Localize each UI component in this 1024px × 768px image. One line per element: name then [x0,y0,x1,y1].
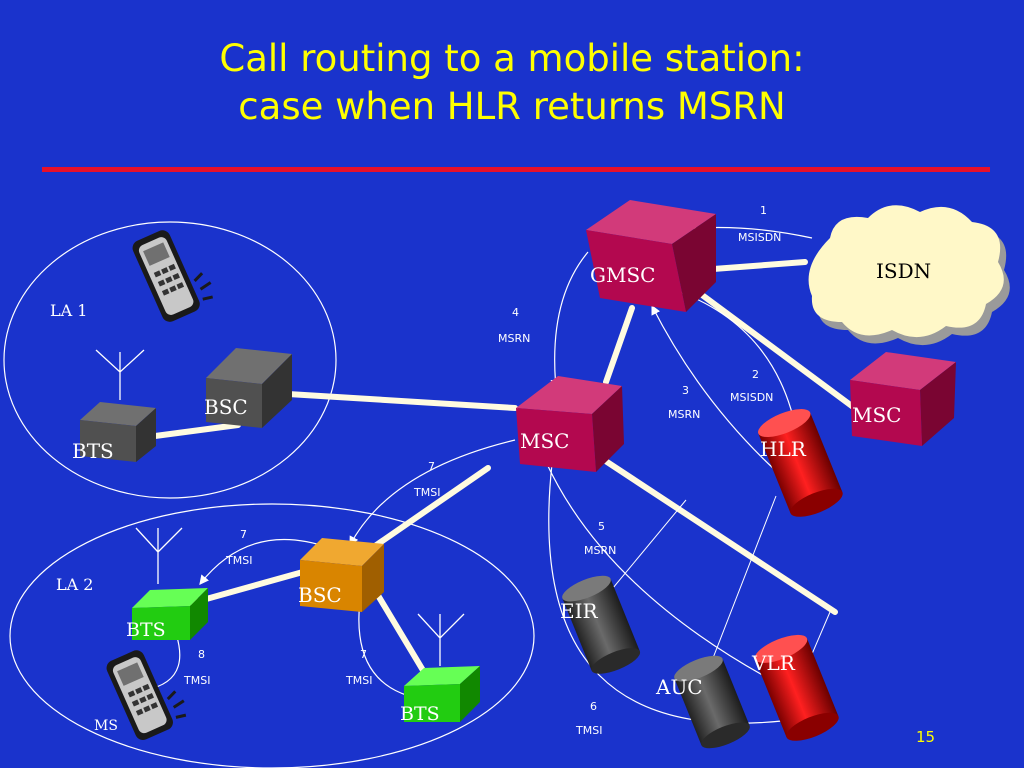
svg-text:4: 4 [512,306,519,319]
bsc-bottom-node [300,538,384,612]
svg-text:MSISDN: MSISDN [730,391,773,404]
auc-node [674,655,750,749]
svg-text:6: 6 [590,700,597,713]
mobile-phone-icon [132,230,214,322]
links [137,259,871,685]
arrow-3 [651,304,776,471]
link-gmsc-msc-right [687,283,871,421]
arrow-4 [550,251,589,390]
hlr-label: HLR [760,437,807,461]
link-msc-bsc-bottom [359,465,491,558]
gmsc-label: GMSC [590,263,655,287]
bts-bottom-left-node [132,588,208,640]
svg-text:TMSI: TMSI [575,724,602,737]
arrow-5 [545,461,804,697]
mobile-phone-icon [106,650,187,741]
svg-text:1: 1 [760,204,767,217]
svg-text:TMSI: TMSI [345,674,372,687]
vlr-label: VLR [751,651,796,675]
msc-center-node [516,376,624,472]
eir-node [562,575,641,674]
msc-center-label: MSC [520,429,569,453]
bsc-bottom-label: BSC [298,583,342,607]
bts-bottom-right-label: BTS [400,703,440,725]
svg-text:MSRN: MSRN [498,332,530,345]
svg-text:TMSI: TMSI [183,674,210,687]
svg-text:3: 3 [682,384,689,397]
isdn-cloud [808,205,1010,346]
vlr-node [754,634,839,741]
antenna-icon [95,349,465,666]
la2-label: LA 2 [56,575,93,594]
arrow-7a [349,439,516,547]
svg-text:MSRN: MSRN [668,408,700,421]
svg-text:MSISDN: MSISDN [738,231,781,244]
title-line-1: Call routing to a mobile station: [219,37,805,80]
bts-top-node [80,402,156,462]
link-msc-vlr [595,453,838,615]
svg-text:TMSI: TMSI [225,554,252,567]
link-bsc-msc-top [285,391,518,411]
bts-top-label: BTS [72,439,114,463]
svg-text:5: 5 [598,520,605,533]
auc-label: AUC [655,675,703,699]
la2-area [9,503,535,768]
link-bts-bsc-top [137,422,241,441]
bsc-top-label: BSC [204,395,248,419]
ms-label: MS [94,718,118,734]
la1-label: LA 1 [50,301,87,320]
isdn-label: ISDN [876,259,931,283]
msc-right-label: MSC [852,403,901,427]
bts-bottom-left-label: BTS [126,619,166,641]
svg-text:2: 2 [752,368,759,381]
svg-text:TMSI: TMSI [413,486,440,499]
arrow-7b [199,538,331,585]
svg-text:7: 7 [360,648,367,661]
link-bts-bsc-bottom [189,567,313,606]
title-line-2: case when HLR returns MSRN [238,85,786,128]
svg-text:MSRN: MSRN [584,544,616,557]
svg-text:8: 8 [198,648,205,661]
link-bsc-bts-bottom [367,579,433,685]
link-gmsc-isdn [697,259,808,273]
hlr-node [758,409,843,517]
svg-text:7: 7 [240,528,247,541]
msc-right-node [850,352,956,446]
page-number: 15 [916,728,936,746]
gmsc-node [586,200,716,312]
la1-area [3,221,337,499]
eir-label: EIR [560,599,599,623]
bsc-top-node [206,348,292,428]
title-divider [42,167,990,172]
link-gmsc-msc [603,305,635,385]
svg-text:7: 7 [428,460,435,473]
bts-bottom-right-node [404,666,480,722]
